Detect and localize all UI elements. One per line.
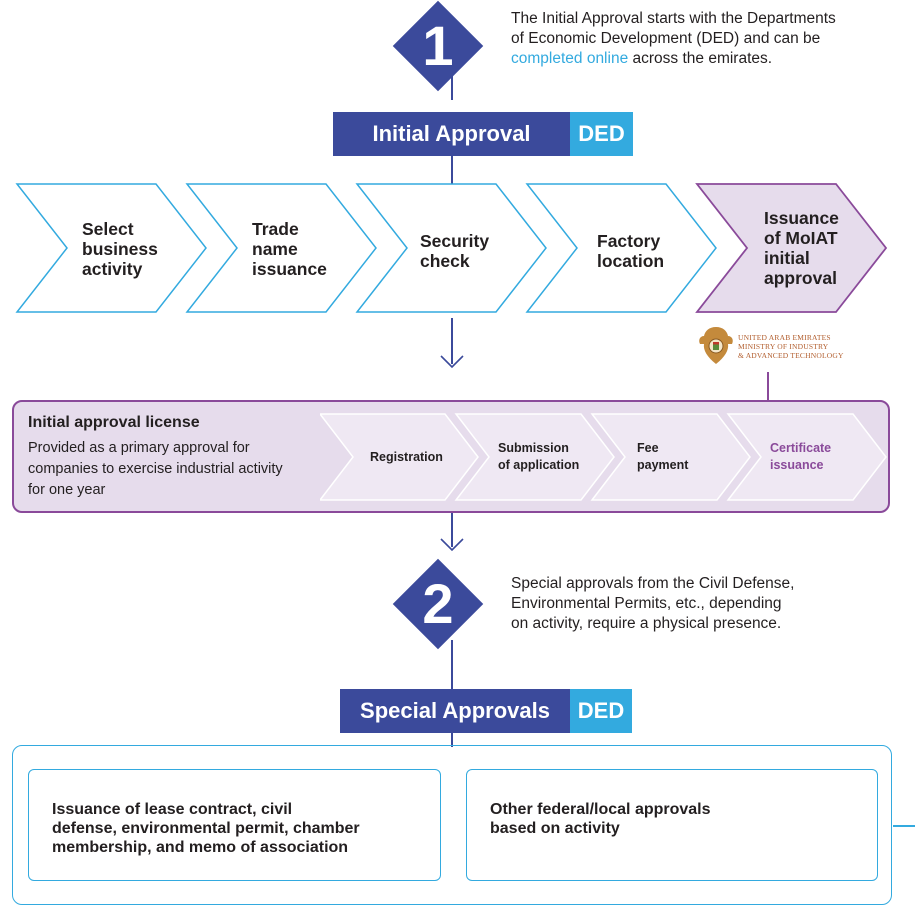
special-approvals-title: Special Approvals <box>340 689 570 733</box>
step1-line3: completed online across the emirates. <box>511 49 911 69</box>
license-title: Initial approval license <box>28 414 200 431</box>
connector-line-license <box>451 513 453 547</box>
special-left-box <box>28 769 441 881</box>
step2-line3: on activity, require a physical presence… <box>511 615 782 632</box>
step2-description: Special approvals from the Civil Defense… <box>511 574 911 634</box>
license-steps-row <box>320 413 887 501</box>
step2-number: 2 <box>422 572 454 635</box>
chevron-shape-2 <box>185 183 377 313</box>
step2-line2: Environmental Permits, etc., depending <box>511 595 782 612</box>
chevron-shape-5 <box>695 183 888 313</box>
license-description: Provided as a primary approval for compa… <box>28 440 283 498</box>
license-step-label-1: Registration <box>370 450 443 464</box>
license-step-shape-4 <box>726 413 887 501</box>
special-right-box <box>466 769 878 881</box>
overflow-line <box>893 825 915 827</box>
chevron-shape-4 <box>525 183 717 313</box>
step1-line3-rest: across the emirates. <box>628 50 773 67</box>
connector-line-middle <box>451 318 453 364</box>
special-approvals-ded-tag: DED <box>570 689 632 733</box>
step1-description: The Initial Approval starts with the Dep… <box>511 9 911 69</box>
uae-emblem-icon <box>699 327 733 364</box>
chevron-down-icon <box>440 538 464 552</box>
special-approvals-banner: Special Approvals DED <box>340 689 632 733</box>
initial-approval-ded-tag: DED <box>570 112 633 156</box>
chevron-row <box>15 183 888 313</box>
connector-line-banner2 <box>451 733 453 747</box>
step1-number: 1 <box>422 14 454 77</box>
completed-online-link[interactable]: completed online <box>511 50 629 67</box>
license-step-shape-3 <box>590 413 751 501</box>
license-step-shape-1 <box>320 413 479 501</box>
initial-approval-banner: Initial Approval DED <box>333 112 633 156</box>
chevron-shape-1 <box>15 183 207 313</box>
step2-line1: Special approvals from the Civil Defense… <box>511 575 795 592</box>
logo-connector-line <box>767 372 769 402</box>
connector-line-step2 <box>451 640 453 696</box>
step1-line2: of Economic Development (DED) and can be <box>511 30 821 47</box>
chevron-down-icon <box>440 355 464 369</box>
step1-line1: The Initial Approval starts with the Dep… <box>511 10 836 27</box>
initial-approval-title: Initial Approval <box>333 112 570 156</box>
connector-line-banner1 <box>451 150 453 190</box>
license-step-shape-2 <box>454 413 615 501</box>
chevron-shape-3 <box>355 183 547 313</box>
